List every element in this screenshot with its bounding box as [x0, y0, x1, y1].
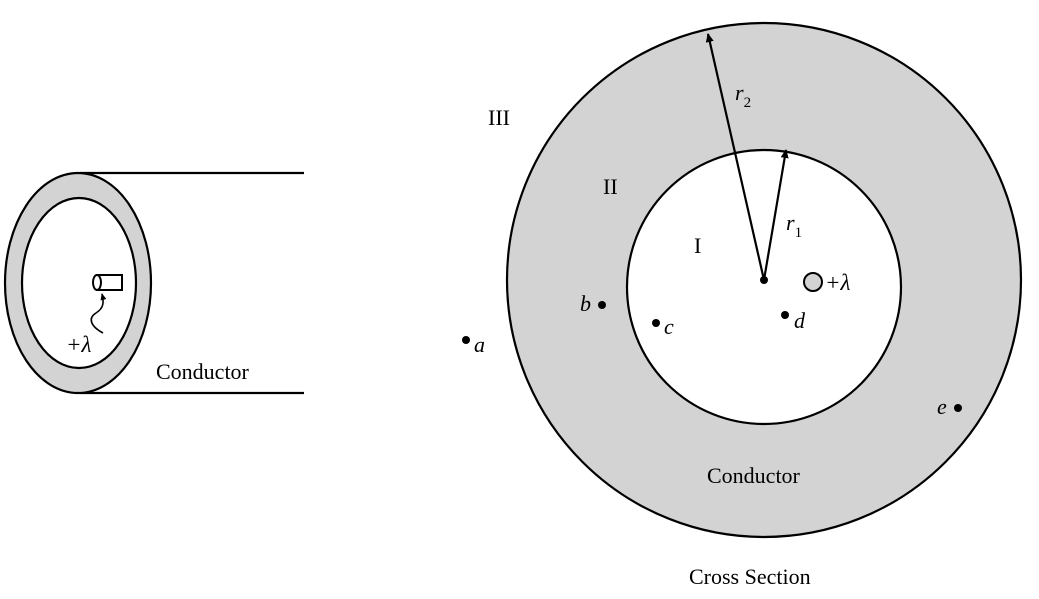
point-e-dot [954, 404, 962, 412]
point-e-label: e [937, 394, 947, 419]
point-b-dot [598, 301, 606, 309]
cross-section-charge-label: +λ [825, 270, 851, 295]
inner-conductor-boundary [625, 148, 903, 426]
point-c-label: c [664, 314, 674, 339]
region-ii-label: II [603, 174, 618, 199]
cross-section-view: r2 r1 III II I +λ a b c d e Conductor Cr… [462, 21, 1023, 589]
point-a-dot [462, 336, 470, 344]
point-a-label: a [474, 332, 485, 357]
left-charge-label: +λ [66, 332, 92, 357]
center-dot [760, 276, 768, 284]
line-charge-marker [803, 272, 823, 292]
point-c-dot [652, 319, 660, 327]
radius-r1-label: r1 [786, 210, 802, 241]
region-iii-label: III [488, 105, 510, 130]
cylinder-view: +λ Conductor [3, 171, 304, 395]
cylinder-inner-rim [20, 196, 138, 370]
point-d-label: d [794, 308, 806, 333]
charge-pointer-arrow [90, 293, 107, 334]
region-i-label: I [694, 233, 701, 258]
radius-r2-label: r2 [735, 80, 751, 111]
line-charge-rod [92, 274, 123, 291]
point-b-label: b [580, 291, 591, 316]
point-d-dot [781, 311, 789, 319]
radius-r1-arrow [762, 149, 789, 281]
cross-section-caption: Cross Section [689, 564, 811, 589]
cross-section-conductor-label: Conductor [707, 463, 801, 488]
left-conductor-label: Conductor [156, 359, 250, 384]
radius-r2-arrow [705, 33, 766, 281]
